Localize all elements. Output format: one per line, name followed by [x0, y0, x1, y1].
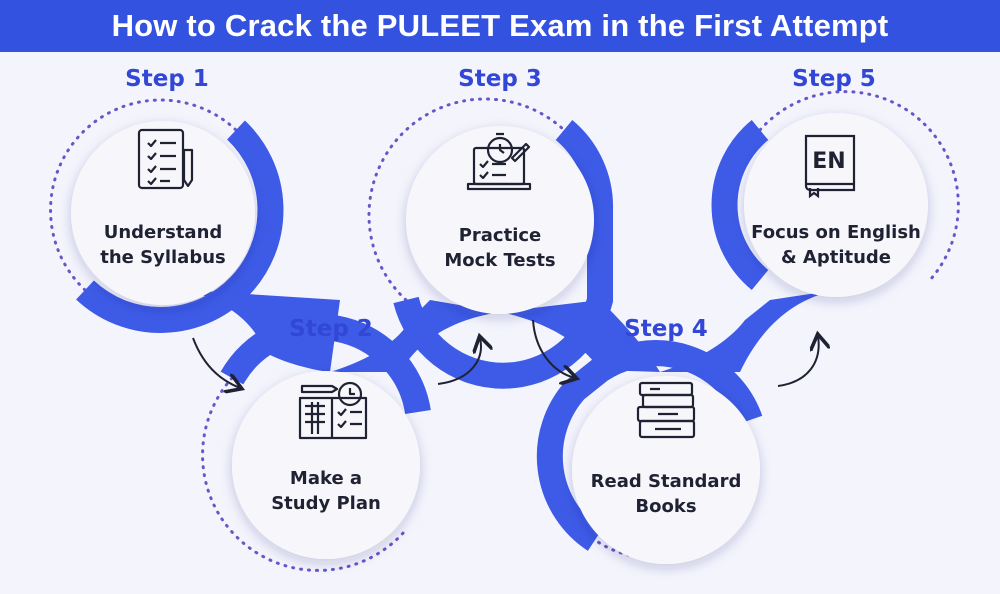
step-3-text: Practice Mock Tests [420, 223, 580, 273]
step-4-line-1: Read Standard [590, 471, 742, 492]
curved-arrow-1-to-2 [192, 337, 240, 388]
laptop-stopwatch-icon [466, 132, 532, 191]
circle-5 [711, 90, 960, 297]
connector-4-5 [660, 290, 836, 372]
circle-5-blue-arc [711, 119, 769, 291]
step-1-label: Step 1 [125, 66, 209, 92]
circle-1 [49, 98, 284, 333]
step-5-line-1: Focus on English [751, 222, 921, 243]
step-4-line-2: Books [635, 496, 697, 517]
circle-4 [536, 340, 763, 564]
curved-arrow-3-to-4 [532, 319, 575, 378]
step-5-text: Focus on English & Aptitude [746, 220, 926, 270]
circle-3-blue-arc [393, 120, 614, 389]
circle-1-blue-arc [76, 120, 284, 333]
step-3-label: Step 3 [458, 66, 542, 92]
step-2-label: Step 2 [289, 316, 373, 342]
study-planner-icon [298, 381, 368, 440]
step-5-label: Step 5 [792, 66, 876, 92]
arrows [192, 319, 819, 388]
step-3-line-2: Mock Tests [444, 250, 556, 271]
circle-5-dotted-arc [758, 90, 960, 282]
step-4-text: Read Standard Books [576, 469, 756, 519]
step-2-line-1: Make a [289, 468, 363, 489]
step-5-line-2: & Aptitude [780, 247, 892, 268]
circle-2-blue-arc [220, 314, 431, 415]
page-title: How to Crack the PULEET Exam in the Firs… [0, 0, 1000, 52]
curved-arrow-2-to-3 [437, 338, 481, 385]
circle-4-blue-arc [536, 340, 763, 551]
step-4-label: Step 4 [624, 316, 708, 342]
step-1-line-2: the Syllabus [100, 247, 226, 268]
circle-3-dotted-arc [367, 97, 566, 302]
step-3-line-1: Practice [458, 225, 542, 246]
checklist-clipboard-icon [137, 128, 194, 190]
step-1-line-1: Understand [103, 222, 223, 243]
book-stack-icon [636, 381, 696, 439]
step-2-text: Make a Study Plan [246, 466, 406, 516]
circle-4-dotted-arc [593, 476, 752, 560]
step-2-line-2: Study Plan [271, 493, 381, 514]
curved-arrow-4-to-5 [777, 336, 819, 387]
circle-2 [201, 314, 431, 572]
step-1-text: Understand the Syllabus [83, 220, 243, 270]
svg-text:EN: EN [812, 149, 845, 174]
circle-3 [367, 97, 614, 389]
english-book-icon: EN [804, 134, 856, 199]
